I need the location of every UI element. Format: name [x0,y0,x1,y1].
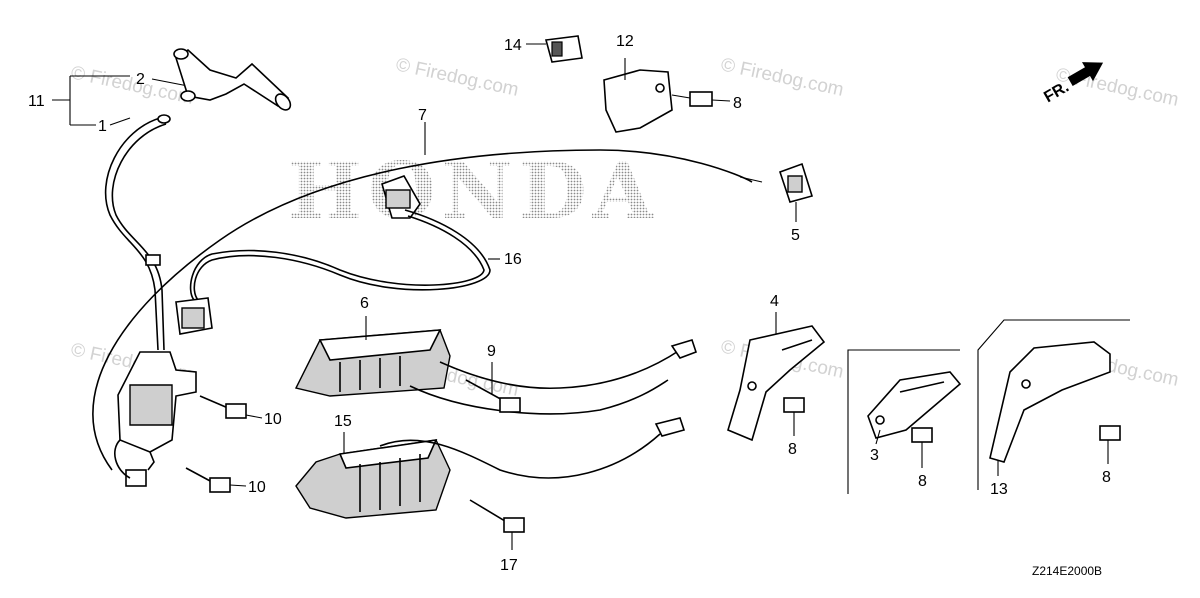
callout-16: 16 [504,251,522,268]
bracket-12 [603,58,731,133]
bracket-3-box [847,349,962,494]
bolts-10 [185,395,263,493]
pulser-coil-6 [294,316,698,415]
callout-17: 17 [500,557,518,574]
watermark: © Firedog.com [719,54,846,101]
callout-12: 12 [616,33,634,50]
callout-3: 3 [870,447,879,464]
exciter-coil-15 [295,417,686,550]
callout-2: 2 [136,71,145,88]
callout-labels: 11 2 1 7 14 12 8 5 16 6 9 10 10 15 17 4 … [28,33,1111,574]
callout-8: 8 [733,95,742,112]
callout-10: 10 [248,479,266,496]
diagram-code: Z214E2000B [1032,564,1102,578]
watermark: © Firedog.com [1054,64,1181,111]
callout-13: 13 [990,481,1008,498]
grommet-5 [778,162,814,222]
callout-6: 6 [360,295,369,312]
callout-7: 7 [418,107,427,124]
watermark: © Firedog.com [394,54,521,101]
callout-1: 1 [98,118,107,135]
callout-10: 10 [264,411,282,428]
callout-15: 15 [334,413,352,430]
honda-watermark: HONDA [288,146,659,237]
callout-5: 5 [791,227,800,244]
callout-4: 4 [770,293,779,310]
callout-9: 9 [487,343,496,360]
callout-14: 14 [504,37,522,54]
engine-stop-wire [92,149,753,471]
watermark: © Firedog.com [69,62,196,109]
callout-8: 8 [918,473,927,490]
ignition-coil-assembly [52,48,292,487]
callout-8: 8 [788,441,797,458]
wire-harness [175,175,500,335]
rubber-grommet-14 [526,35,583,63]
callout-8: 8 [1102,469,1111,486]
bracket-4 [727,312,826,442]
callout-11: 11 [28,93,45,110]
bracket-13-box [977,319,1130,490]
